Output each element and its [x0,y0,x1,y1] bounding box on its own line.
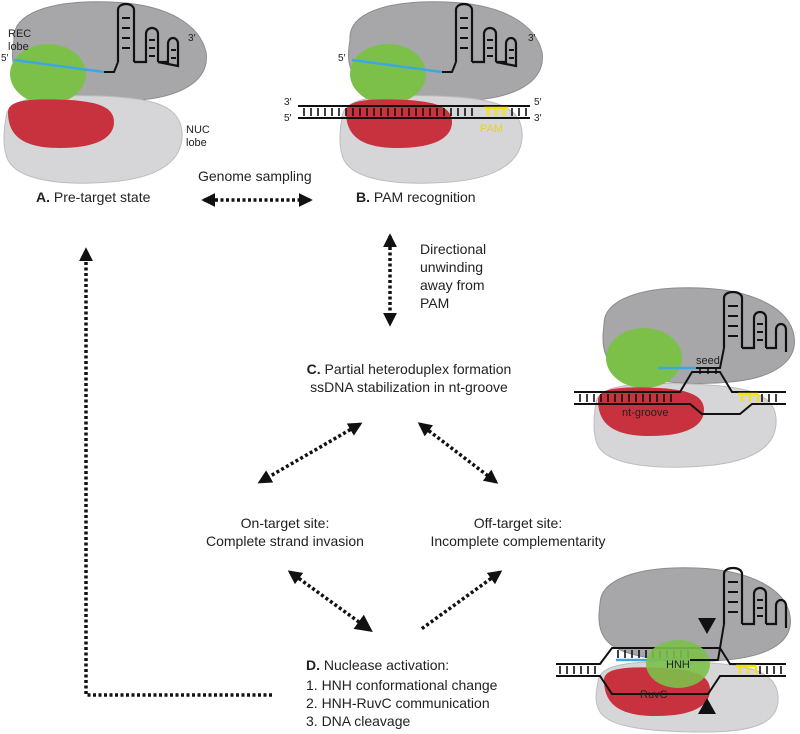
seed-label: seed [696,355,720,367]
cleavage-marker-top-icon [698,618,716,634]
genome-sampling-label: Genome sampling [198,168,312,184]
cleavage-marker-bottom-icon [698,698,716,714]
dsdna-b [298,105,530,119]
arrow-c-on [257,422,363,484]
five-prime-b: 5′ [338,53,346,64]
stage-c-caption-line1: C. Partial heteroduplex formation [306,361,512,377]
nt-groove-label: nt-groove [622,407,669,419]
panel-c-illustration [574,287,795,468]
stage-d-item-3: 3. DNA cleavage [306,713,411,729]
panel-b-illustration [298,1,543,184]
red-domain-c [598,387,704,436]
stage-d-item-2: 2. HNH-RuvC communication [306,695,490,711]
pam-label: PAM [480,123,504,135]
hnh-domain-d [646,640,710,688]
dna-3prime-left-b: 3′ [284,97,292,108]
rec-lobe-label: REC lobe [8,28,32,53]
stage-d-item-1: 1. HNH conformational change [306,677,498,693]
arrow-d-a [79,247,272,697]
sgrna-hairpins-a [116,2,180,68]
on-target-line2: Complete strand invasion [206,533,364,549]
three-prime-b: 3′ [528,33,536,44]
stage-a-caption: A. Pre-target state [36,189,151,205]
sgrna-hairpins-b [454,2,518,68]
panel-d-illustration [556,566,791,733]
stage-b-caption: B. PAM recognition [356,189,476,205]
nuc-lobe-label: NUC lobe [186,124,210,149]
transition-arrows [79,193,503,697]
green-domain-b [350,44,426,104]
red-domain-b [346,99,452,148]
dna-3prime-right-b: 3′ [534,113,542,124]
red-domain-a [8,99,114,148]
on-target-line1: On-target site: [240,515,330,531]
pam-b [484,106,508,116]
arrow-on-d [287,570,373,633]
three-prime-a: 3′ [188,33,196,44]
sgrna-hairpins-c [722,290,788,352]
stage-c-caption-line2: ssDNA stabilization in nt-groove [310,379,508,395]
green-domain-a [10,44,86,104]
unwinding-label: Directional unwinding away from PAM [420,241,487,311]
arrow-off-d [418,570,503,632]
green-domain-c [606,328,682,388]
arrow-c-off [417,422,499,484]
dna-5prime-right-b: 5′ [534,97,542,108]
dna-5prime-left-b: 5′ [284,113,292,124]
ruvc-label: RuvC [640,689,668,701]
five-prime-a: 5′ [1,53,9,64]
panel-a-illustration [3,1,207,184]
off-target-line2: Incomplete complementarity [430,533,606,549]
hnh-label: HNH [666,659,690,671]
off-target-line1: Off-target site: [473,515,563,531]
sgrna-hairpins-d [722,566,788,628]
stage-d-title: D. Nuclease activation: [306,657,450,673]
